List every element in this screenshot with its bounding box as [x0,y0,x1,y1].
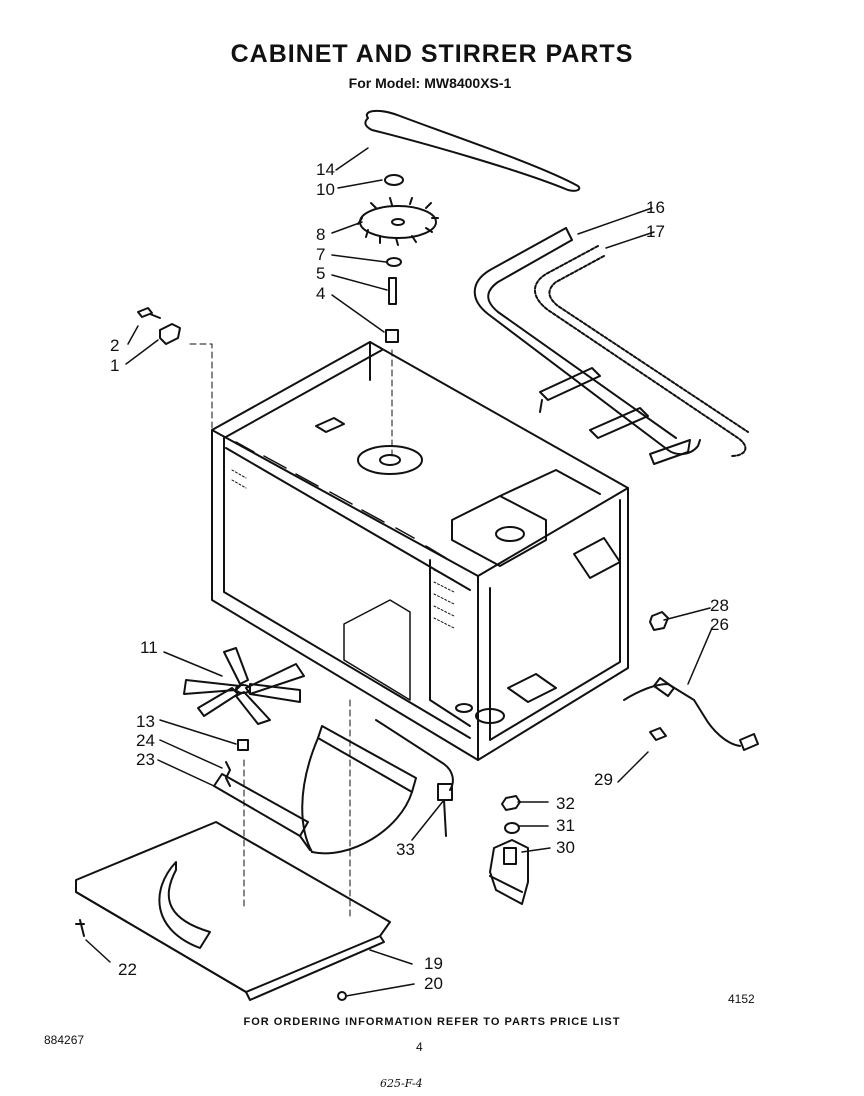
callout-10: 10 [316,180,335,199]
callout-1: 1 [110,356,120,375]
part-26-power-cord [623,677,759,751]
part-13-nut [237,739,249,751]
part-28-nut [649,611,669,631]
callout-32: 32 [556,794,575,813]
frame-bracket-3 [649,439,691,465]
callout-5: 5 [316,264,326,283]
model-subtitle: For Model:MW8400XS-1 [0,75,864,91]
document-number: 884267 [44,1033,85,1047]
callout-24: 24 [136,731,155,750]
part-31-washer [504,822,520,834]
part-7-washer [386,257,402,267]
callout-14: 14 [316,160,335,179]
part-24-clip [225,761,231,787]
part-19-bottom-cover [75,821,391,1001]
page-number: 4 [416,1040,423,1054]
callout-31: 31 [556,816,575,835]
callout-13: 13 [136,712,155,731]
callout-28: 28 [710,596,729,615]
center-lines [189,343,393,921]
cabinet [211,341,629,761]
figure-number: 4152 [728,992,755,1006]
page-title: CABINET AND STIRRER PARTS [230,40,634,68]
callout-19: 19 [424,954,443,973]
part-32-nut [501,795,521,811]
part-23-bracket [213,725,417,855]
callout-20: 20 [424,974,443,993]
part-22-screw [75,919,85,937]
callout-17: 17 [646,222,665,241]
callout-16: 16 [646,198,665,217]
callout-2: 2 [110,336,120,355]
callout-23: 23 [136,750,155,769]
part-8-stirrer-blade [357,197,439,246]
callout-26: 26 [710,615,729,634]
model-label: For Model: [348,75,421,91]
part-20-screw [337,991,347,1001]
callout-7: 7 [316,245,326,264]
ordering-note: FOR ORDERING INFORMATION REFER TO PARTS … [243,1016,621,1028]
handwritten-note: 625-F-4 [380,1077,423,1090]
callout-8: 8 [316,225,326,244]
part-2-screw [137,307,161,319]
part-10-retainer [384,174,404,186]
frame-bracket-2 [589,407,649,439]
part-14-stirrer-belt [364,110,581,192]
part-33-cord [375,719,454,837]
part-17-gasket [534,245,749,457]
part-5-shaft [388,277,397,305]
leader-lines [85,147,713,997]
part-11-fan-blade [183,647,305,725]
part-4-bearing [385,329,399,343]
part-29-fuse [649,727,667,741]
part-16-frame [473,227,701,456]
callout-4: 4 [316,284,326,303]
part-30-switch-bracket [489,839,529,905]
model-number: MW8400XS-1 [424,75,512,91]
part-1-clip [159,323,181,345]
callout-30: 30 [556,838,575,857]
callout-33: 33 [396,840,415,859]
frame-bracket [539,367,601,413]
callout-29: 29 [594,770,613,789]
callout-11: 11 [140,638,158,657]
callout-22: 22 [118,960,137,979]
